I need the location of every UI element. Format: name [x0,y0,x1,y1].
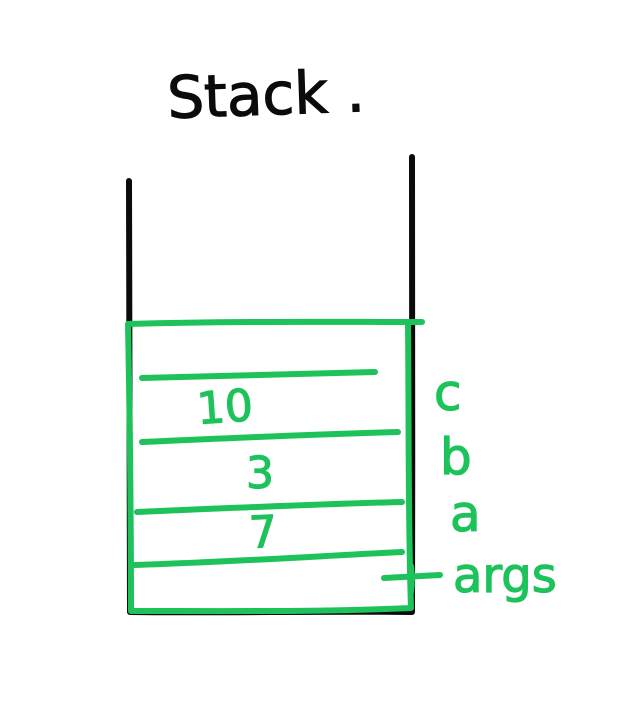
args-pointer [381,563,443,595]
stack-frame [125,318,425,615]
slot-divider-2 [139,429,401,445]
slot-divider-3 [134,499,405,515]
side-label-b: b [440,428,472,486]
slot-divider-1 [139,369,378,381]
slot-value-b: 3 [246,448,274,499]
side-label-args: args [453,548,557,604]
slot-value-c: 10 [195,380,254,435]
slot-divider-4 [132,549,405,568]
diagram-title: Stack . [166,57,366,132]
slot-value-a: 7 [248,507,279,559]
side-label-a: a [450,485,481,543]
side-label-c: c [434,364,462,422]
